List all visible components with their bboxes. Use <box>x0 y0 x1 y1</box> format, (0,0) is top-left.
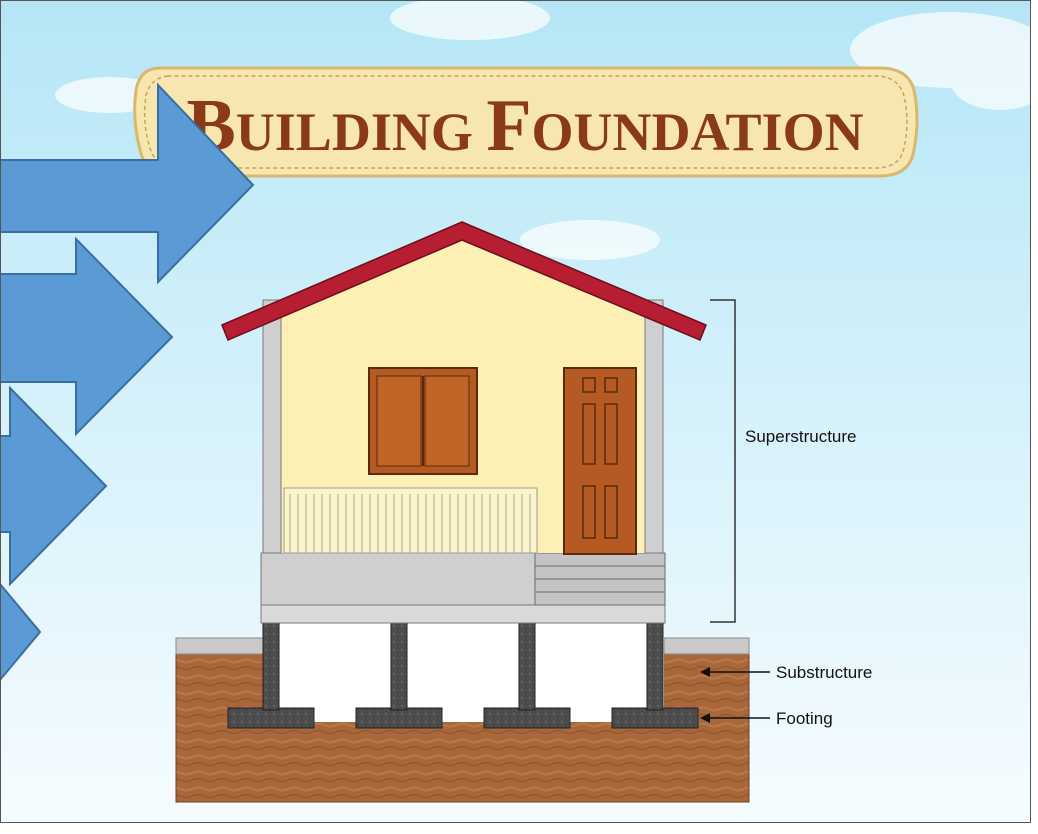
footing-pad <box>355 707 443 729</box>
title-part-2: OUNDATION <box>532 102 864 162</box>
substructure-pointer <box>700 667 770 677</box>
title-banner: BUILDING FOUNDATION <box>133 66 919 178</box>
footing-label: Footing <box>776 709 833 728</box>
substructure-label: Substructure <box>776 663 872 682</box>
piers <box>262 621 664 711</box>
footing-pad <box>611 707 699 729</box>
right-arrow-icon <box>0 236 174 437</box>
door <box>563 367 637 555</box>
corner-post-right <box>644 299 664 554</box>
right-arrow-icon <box>0 82 255 285</box>
clouds <box>55 0 1038 260</box>
superstructure-label: Superstructure <box>745 427 857 446</box>
footings <box>227 707 699 729</box>
footing-pad <box>227 707 315 729</box>
entry-steps <box>534 552 666 606</box>
porch-railing <box>283 487 538 554</box>
corner-post-left <box>262 299 282 554</box>
right-arrow-icon <box>0 582 42 682</box>
window <box>368 367 478 475</box>
right-arrow-icon <box>0 385 108 587</box>
roof <box>221 221 707 341</box>
superstructure-bracket <box>710 299 736 623</box>
title-part-1: UILDING <box>236 102 487 162</box>
ground-surface-left <box>175 637 265 655</box>
footing-pointer <box>700 713 770 723</box>
arrow-overlays <box>0 82 255 682</box>
footing-pad <box>483 707 571 729</box>
crawl-space <box>264 622 664 722</box>
ground-surface-right <box>663 637 750 655</box>
title-initial-2: F <box>486 85 531 167</box>
floor-slab <box>260 604 666 624</box>
title-text: BUILDING FOUNDATION <box>186 85 863 167</box>
porch-base <box>260 552 536 606</box>
